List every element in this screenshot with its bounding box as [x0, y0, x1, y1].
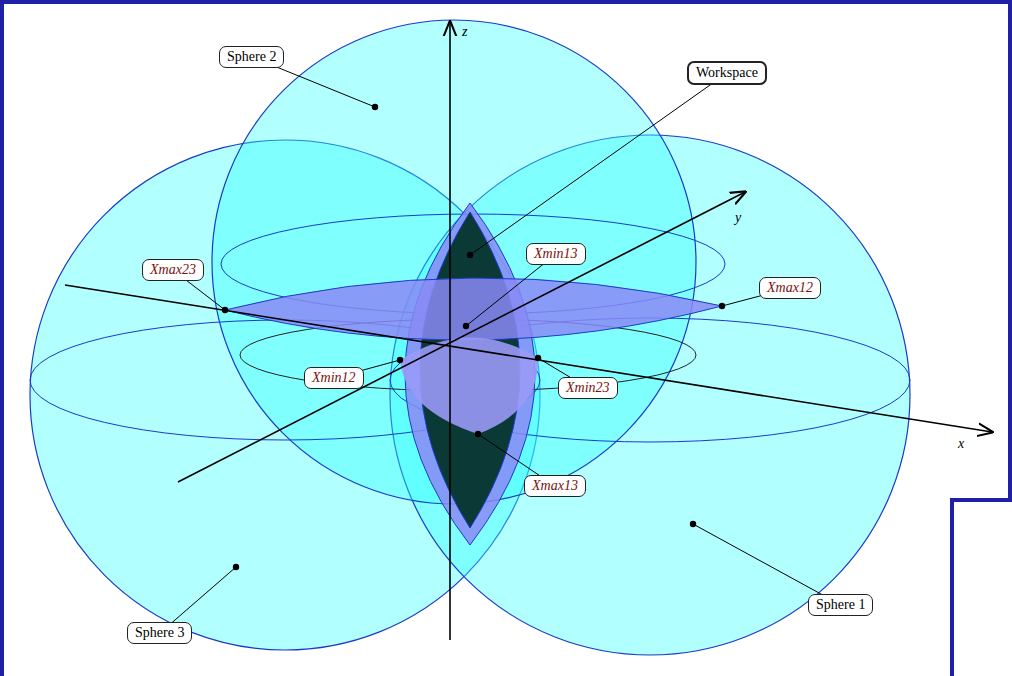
callout-text: Sphere 2 [227, 49, 276, 65]
equator [30, 320, 540, 440]
point-dot [690, 521, 696, 527]
point-dot [467, 252, 473, 258]
workspace-callout: Workspace [687, 61, 767, 85]
point-dot [397, 357, 403, 363]
z-axis [449, 22, 451, 640]
sphere-callout: Sphere 3 [127, 622, 192, 644]
point-dot [475, 431, 481, 437]
sphere-callout: Sphere 2 [219, 46, 284, 68]
callout-text: Workspace [696, 65, 758, 81]
callout-text: Xmin13 [534, 246, 578, 262]
point-callout: Xmin23 [558, 377, 618, 399]
y-axis [178, 192, 745, 482]
point-dot [535, 355, 541, 361]
point-callout: Xmax23 [142, 259, 204, 281]
frame [952, 500, 1012, 676]
sphere-callout: Sphere 1 [808, 594, 873, 616]
x-axis [65, 285, 992, 432]
leader-line [470, 73, 727, 255]
axis-label: z [462, 24, 467, 40]
callout-text: Xmax13 [532, 478, 578, 494]
axis-label: y [735, 210, 741, 226]
axis-label: x [958, 436, 964, 452]
intersection-lens [400, 337, 538, 434]
point-dot [463, 323, 469, 329]
point-dot [233, 564, 239, 570]
callout-text: Sphere 3 [135, 625, 184, 641]
point-dot [222, 307, 228, 313]
callout-text: Xmin23 [566, 380, 610, 396]
point-callout: Xmin12 [304, 367, 364, 389]
point-callout: Xmax12 [759, 277, 821, 299]
point-callout: Xmin13 [526, 243, 586, 265]
callout-text: Xmin12 [312, 370, 356, 386]
callout-text: Sphere 1 [816, 597, 865, 613]
point-dot [372, 104, 378, 110]
callout-text: Xmax12 [767, 280, 813, 296]
callout-text: Xmax23 [150, 262, 196, 278]
leader-line [693, 524, 841, 605]
point-callout: Xmax13 [524, 475, 586, 497]
point-dot [719, 303, 725, 309]
